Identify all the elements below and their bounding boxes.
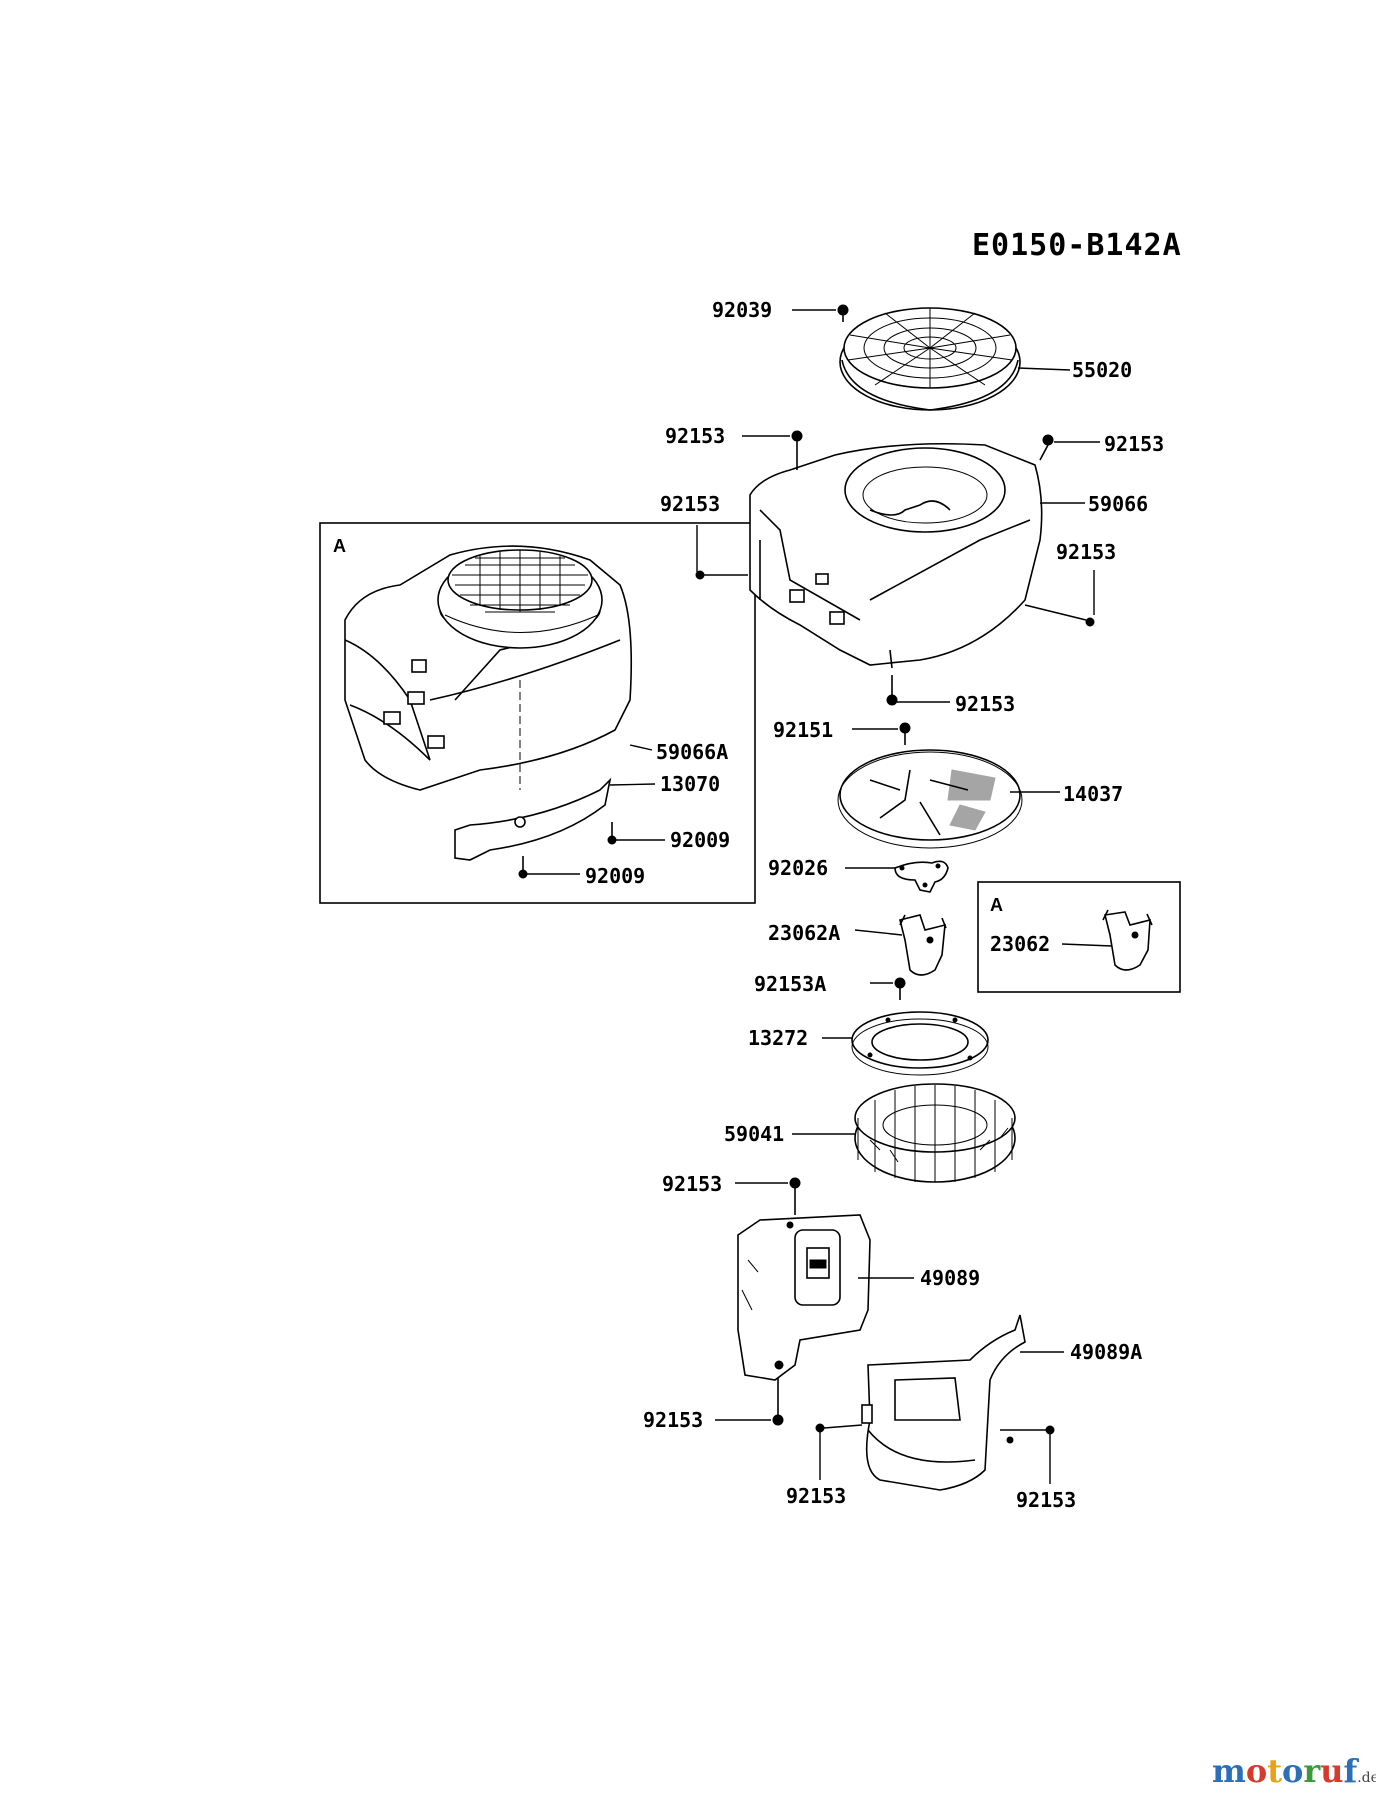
part-label-92153-e: 92153 — [955, 692, 1016, 716]
part-label-23062: 23062 — [990, 932, 1051, 956]
screw-92153-drawing-b — [1039, 434, 1054, 461]
part-label-92151: 92151 — [773, 718, 834, 742]
screw-92153-drawing-f — [789, 1177, 801, 1215]
bolt-92009-drawing — [518, 822, 617, 879]
grille-55020-drawing — [839, 307, 1021, 411]
screen-14037-drawing — [837, 749, 1023, 849]
part-label-92153-h: 92153 — [786, 1484, 847, 1508]
part-label-49089: 49089 — [920, 1266, 981, 1290]
part-label-13070: 13070 — [660, 772, 721, 796]
fan-59041-drawing — [854, 1083, 1016, 1183]
part-label-92026: 92026 — [768, 856, 829, 880]
part-label-92153A: 92153A — [754, 972, 827, 996]
inset-box-small — [977, 881, 1181, 993]
brand-logo-letter: o — [1281, 1752, 1304, 1790]
part-label-49089A: 49089A — [1070, 1340, 1143, 1364]
brand-logo-letter: f — [1343, 1752, 1358, 1790]
shroud-59066-drawing — [749, 442, 1043, 669]
part-label-59066A: 59066A — [656, 740, 729, 764]
screw-92153-drawing-i — [1000, 1425, 1055, 1435]
part-label-59066: 59066 — [1088, 492, 1149, 516]
part-label-59041: 59041 — [724, 1122, 785, 1146]
shroud-59066A-drawing — [344, 545, 633, 791]
cover-49089-drawing — [737, 1214, 871, 1381]
brand-logo-letter: m — [1212, 1752, 1246, 1790]
part-label-92153-i: 92153 — [1016, 1488, 1077, 1512]
part-label-13272: 13272 — [748, 1026, 809, 1050]
part-label-92153-d: 92153 — [1056, 540, 1117, 564]
screw-92153-drawing-c — [695, 570, 748, 580]
part-label-55020: 55020 — [1072, 358, 1133, 382]
screw-92153-drawing-a — [791, 430, 803, 470]
bracket-23062A-drawing — [899, 914, 947, 976]
inset-small-letter: A — [990, 895, 1003, 915]
part-label-23062A: 23062A — [768, 921, 841, 945]
part-label-92039: 92039 — [712, 298, 773, 322]
cover-49089A-drawing — [861, 1314, 1026, 1491]
part-label-92153-c: 92153 — [660, 492, 721, 516]
brand-logo-suffix: .de — [1357, 1770, 1376, 1786]
screw-92151-drawing — [899, 722, 911, 745]
screw-92153-drawing-e — [886, 675, 898, 706]
screw-92153-drawing-d — [1024, 604, 1095, 627]
brand-logo-letter: o — [1245, 1752, 1268, 1790]
part-label-92153-g: 92153 — [643, 1408, 704, 1432]
part-label-92153-b: 92153 — [1104, 432, 1165, 456]
diagram-code: E0150-B142A — [972, 228, 1182, 263]
screw-92039-drawing — [837, 304, 849, 322]
plate-92026-drawing — [894, 860, 949, 893]
part-label-92009-b: 92009 — [585, 864, 646, 888]
brand-logo-letter: u — [1320, 1752, 1344, 1790]
bracket-13070-drawing — [454, 777, 612, 861]
part-label-14037: 14037 — [1063, 782, 1124, 806]
screw-92153-drawing-g — [772, 1378, 784, 1426]
part-label-92153-f: 92153 — [662, 1172, 723, 1196]
brand-logo-name: motoruf — [1212, 1752, 1357, 1790]
brand-logo-letter: t — [1267, 1752, 1282, 1790]
brand-logo-letter: r — [1303, 1752, 1321, 1790]
screw-92153-drawing-h — [815, 1423, 863, 1433]
part-label-92153-a: 92153 — [665, 424, 726, 448]
inset-box-main — [319, 522, 756, 904]
screw-92153A-drawing — [894, 977, 906, 1000]
inset-main-letter: A — [333, 536, 346, 556]
brand-logo: motoruf.de — [1212, 1752, 1376, 1790]
part-label-92009-a: 92009 — [670, 828, 731, 852]
ring-13272-drawing — [851, 1011, 989, 1076]
